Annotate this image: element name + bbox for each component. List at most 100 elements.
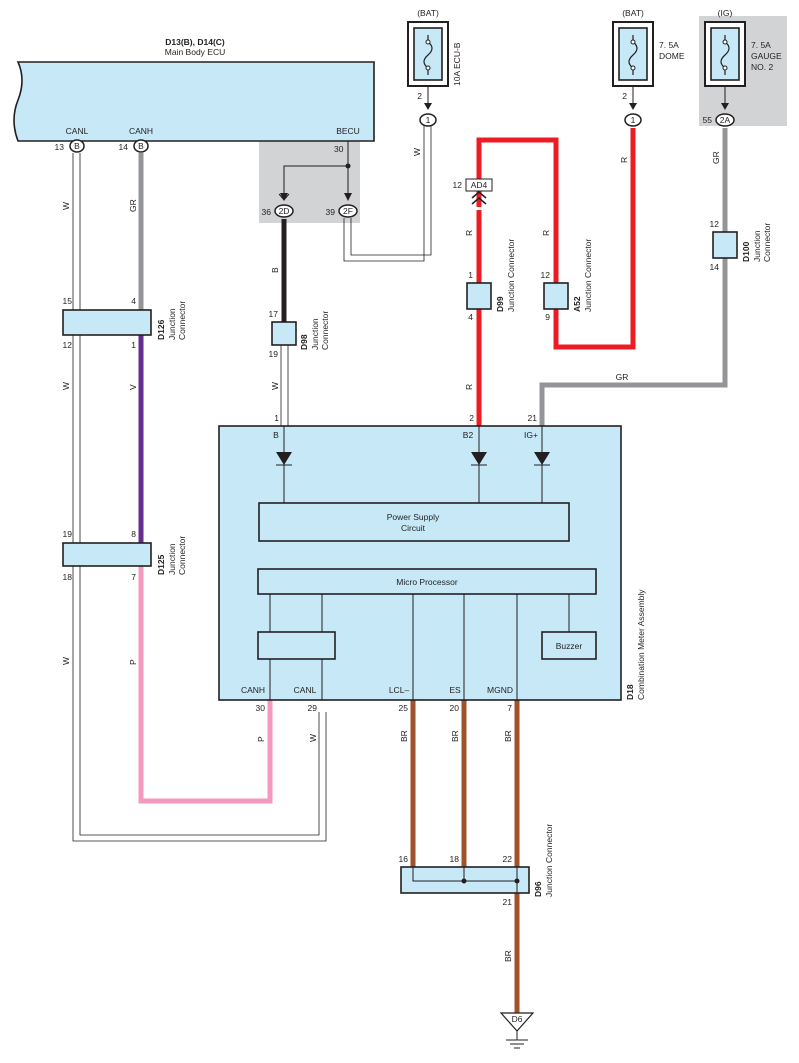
wire-p-pink xyxy=(138,566,273,804)
fuse-ecu-b: (BAT) 10A ECU-B 2 1 xyxy=(407,8,462,127)
d100-type-2: Connector xyxy=(762,223,772,262)
ad4-id: AD4 xyxy=(471,180,488,190)
fuse-gauge-source: (IG) xyxy=(718,8,733,18)
connector-d126: 15 4 12 1 D126 Junction Connector xyxy=(62,296,187,350)
a52-pin-bottom: 9 xyxy=(545,312,550,322)
wire-r-red-loop xyxy=(476,137,559,283)
label-p-1: P xyxy=(128,659,138,665)
meter-out-mgnd: MGND xyxy=(487,685,513,695)
ecu-becu-label: BECU xyxy=(336,126,360,136)
label-w-can-2: W xyxy=(61,382,71,390)
fuse-gauge-pin: 55 xyxy=(703,115,713,125)
fuse-dome: (BAT) 7. 5A DOME 2 1 xyxy=(612,8,685,127)
d125-pin-tl: 19 xyxy=(63,529,73,539)
ecu-pin-becu: 30 xyxy=(334,144,344,154)
label-v: V xyxy=(128,384,138,390)
fuse-ecu-b-conn: 1 xyxy=(426,115,431,125)
ecu-title: D13(B), D14(C) xyxy=(165,37,225,47)
connector-d99: 1 4 D99 Junction Connector xyxy=(466,239,516,322)
wire-r-red-dome xyxy=(553,128,636,350)
d100-type-1: Junction xyxy=(752,230,762,262)
label-w-can-3: W xyxy=(61,657,71,665)
d98-type-1: Junction xyxy=(310,318,320,350)
ad4-pin: 12 xyxy=(453,180,463,190)
a52-type: Junction Connector xyxy=(583,239,593,312)
d100-id: D100 xyxy=(741,241,751,262)
meter-pin-canl: 29 xyxy=(308,703,318,713)
ecu-pin-36: 36 xyxy=(262,207,272,217)
d98-pin-top: 17 xyxy=(269,309,279,319)
meter-pin-canh: 30 xyxy=(256,703,266,713)
label-w-canl: W xyxy=(308,734,318,742)
label-gr-canh: GR xyxy=(128,199,138,212)
meter-buzzer-label: Buzzer xyxy=(556,641,583,651)
fuse-gauge-label-1: 7. 5A xyxy=(751,40,771,50)
main-body-ecu: D13(B), D14(C) Main Body ECU CANL CANH B… xyxy=(13,37,375,154)
combination-meter: B B2 IG+ 1 2 21 Power Supply Circuit Mic… xyxy=(218,413,646,713)
label-r-4: R xyxy=(619,157,629,163)
label-gr-ig-1: GR xyxy=(711,151,721,164)
d126-pin-bl: 12 xyxy=(63,340,73,350)
wire-d98-white xyxy=(280,345,289,426)
a52-id: A52 xyxy=(572,296,582,312)
label-br-lcl: BR xyxy=(399,730,409,742)
a52-pin-top: 12 xyxy=(541,270,551,280)
d126-pin-br: 1 xyxy=(131,340,136,350)
wire-labels: W W W GR V P P W B W W R R R R GR GR BR … xyxy=(61,148,721,962)
meter-circuit-label: Circuit xyxy=(401,523,426,533)
ecu-pin-39: 39 xyxy=(326,207,336,217)
connector-d100: 12 14 D100 Junction Connector xyxy=(710,219,772,272)
ecu-conn-2f: 2F xyxy=(343,206,353,216)
d96-id: D96 xyxy=(533,881,543,897)
meter-pin-b2: 2 xyxy=(469,413,474,423)
d125-pin-tr: 8 xyxy=(131,529,136,539)
d125-pin-br: 7 xyxy=(131,572,136,582)
meter-pin-ig: 21 xyxy=(528,413,538,423)
d99-type: Junction Connector xyxy=(506,239,516,312)
d99-id: D99 xyxy=(495,296,505,312)
label-w-can-1: W xyxy=(61,202,71,210)
d100-pin-top: 12 xyxy=(710,219,720,229)
d126-pin-tr: 4 xyxy=(131,296,136,306)
fuse-dome-label-2: DOME xyxy=(659,51,685,61)
d99-pin-top: 1 xyxy=(468,270,473,280)
fuse-ecu-b-label: 10A ECU-B xyxy=(452,42,462,86)
connector-d125: 19 8 18 7 D125 Junction Connector xyxy=(62,529,187,582)
d126-id: D126 xyxy=(156,319,166,340)
d99-pin-bottom: 4 xyxy=(468,312,473,322)
meter-pin-b: 1 xyxy=(274,413,279,423)
label-w-ecub: W xyxy=(412,148,422,156)
d125-pin-bl: 18 xyxy=(63,572,73,582)
ecu-pin-canh: 14 xyxy=(119,142,129,152)
connector-ad4: AD4 12 xyxy=(453,178,493,205)
meter-out-canh: CANH xyxy=(241,685,265,695)
d96-pin-18: 18 xyxy=(450,854,460,864)
wire-can-white xyxy=(72,153,327,842)
meter-micro-label: Micro Processor xyxy=(396,577,458,587)
meter-out-canl: CANL xyxy=(294,685,317,695)
fuse-dome-pin: 2 xyxy=(622,91,627,101)
d96-type: Junction Connector xyxy=(544,824,554,897)
label-br-mgnd: BR xyxy=(503,730,513,742)
ecu-canh-label: CANH xyxy=(129,126,153,136)
label-gr-ig-2: GR xyxy=(616,372,629,382)
d125-type-1: Junction xyxy=(167,543,177,575)
label-r-1: R xyxy=(464,230,474,236)
d125-type-2: Connector xyxy=(177,536,187,575)
ecu-canl-label: CANL xyxy=(66,126,89,136)
connector-d98: 17 19 D98 Junction Connector xyxy=(269,309,330,359)
ecu-connector-pins: B B 2D 36 2F 39 xyxy=(69,139,358,218)
label-r-2: R xyxy=(464,384,474,390)
d98-pin-bottom: 19 xyxy=(269,349,279,359)
meter-pin-mgnd: 7 xyxy=(507,703,512,713)
fuse-gauge-label-3: NO. 2 xyxy=(751,62,773,72)
label-br-ground: BR xyxy=(503,950,513,962)
connector-d96: 16 18 22 21 D96 Junction Connector xyxy=(399,824,554,907)
d126-type-1: Junction xyxy=(167,308,177,340)
meter-name: Combination Meter Assembly xyxy=(636,589,646,700)
d98-type-2: Connector xyxy=(320,311,330,350)
meter-power-label: Power Supply xyxy=(387,512,440,522)
ecu-conn-2d: 2D xyxy=(279,206,290,216)
fuse-gauge: (IG) 7. 5A GAUGE NO. 2 2A 55 xyxy=(703,8,782,127)
meter-in-ig: IG+ xyxy=(524,430,538,440)
